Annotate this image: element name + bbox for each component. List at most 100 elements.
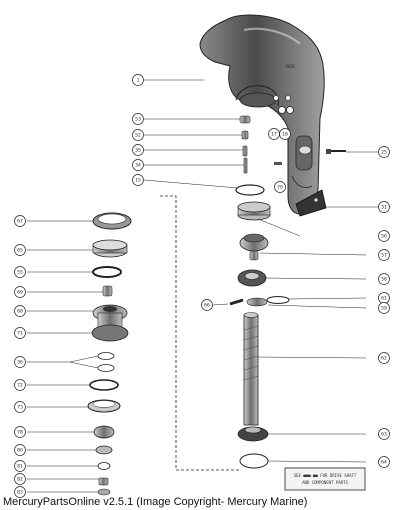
callout-55: 55 <box>14 266 26 278</box>
callout-82: 82 <box>14 473 26 485</box>
callout-circle <box>132 144 144 156</box>
callout-number: 57 <box>381 253 387 259</box>
callout-1: 1 <box>132 74 144 86</box>
callout-56: 56 <box>378 230 390 242</box>
callout-number: 35 <box>135 148 141 154</box>
callout-circle <box>14 401 26 413</box>
callout-circle <box>14 244 26 256</box>
callout-circle <box>201 299 213 311</box>
callout-70: 70 <box>274 181 286 193</box>
callout-number: 17 <box>271 132 277 138</box>
callout-34: 34 <box>132 159 144 171</box>
callout-number: 34 <box>135 163 141 169</box>
callout-circle <box>378 352 390 364</box>
callout-circle <box>14 286 26 298</box>
callout-circle <box>14 486 26 498</box>
callout-number: 63 <box>381 432 387 438</box>
callout-number: 70 <box>277 185 283 191</box>
callout-circle <box>132 174 144 186</box>
callout-17: 17 <box>268 128 280 140</box>
callout-layer: 1 53 52 35 34 15 17 18 70 25 31 56 57 58 61 59 66 62 63 64 6… <box>14 74 390 498</box>
callout-circle <box>378 456 390 468</box>
callout-18: 18 <box>279 128 291 140</box>
callout-72: 72 <box>14 379 26 391</box>
callout-circle <box>378 249 390 261</box>
callout-number: 18 <box>282 132 288 138</box>
callout-31: 31 <box>378 201 390 213</box>
callout-circle <box>132 74 144 86</box>
callout-number: 56 <box>381 234 387 240</box>
callout-71: 71 <box>14 327 26 339</box>
callout-number: 78 <box>17 430 23 436</box>
callout-circle <box>132 113 144 125</box>
callout-number: 71 <box>17 331 23 337</box>
callout-52: 52 <box>132 129 144 141</box>
callout-53: 53 <box>132 113 144 125</box>
callout-67: 67 <box>14 215 26 227</box>
callout-68: 68 <box>14 305 26 317</box>
assembly-dashed-line <box>160 195 240 471</box>
callout-number: 58 <box>381 277 387 283</box>
callout-15: 15 <box>132 174 144 186</box>
callout-number: 62 <box>381 356 387 362</box>
callout-number: 73 <box>17 405 23 411</box>
callout-number: 1 <box>137 78 140 84</box>
callout-circle <box>14 266 26 278</box>
callout-circle <box>378 302 390 314</box>
callout-number: 61 <box>381 296 387 302</box>
callout-circle <box>378 201 390 213</box>
callout-25: 25 <box>378 146 390 158</box>
copyright-footer: MercuryPartsOnline v2.5.1 (Image Copyrig… <box>3 496 307 508</box>
callout-number: 66 <box>204 303 210 309</box>
callout-61: 61 <box>378 292 390 304</box>
callout-65: 65 <box>14 244 26 256</box>
callout-35: 35 <box>132 144 144 156</box>
note-line-2: AND COMPONENT PARTS <box>302 480 348 485</box>
parts-left-column <box>27 212 132 496</box>
callout-circle <box>14 215 26 227</box>
callout-number: 82 <box>17 477 23 483</box>
callout-number: 52 <box>135 133 141 139</box>
callout-69: 69 <box>14 286 26 298</box>
callout-number: 53 <box>135 117 141 123</box>
callout-63: 63 <box>378 428 390 440</box>
gear-housing: MERC <box>199 14 325 215</box>
callout-circle <box>132 129 144 141</box>
callout-number: 80 <box>17 448 23 454</box>
callout-circle <box>378 230 390 242</box>
callout-circle <box>14 444 26 456</box>
callout-circle <box>378 146 390 158</box>
callout-66: 66 <box>201 299 213 311</box>
callout-circle <box>14 379 26 391</box>
right-leader-lines <box>143 79 378 208</box>
parts-right-column <box>212 201 367 469</box>
callout-57: 57 <box>378 249 390 261</box>
callout-number: 81 <box>17 464 23 470</box>
callout-62: 62 <box>378 352 390 364</box>
callout-circle <box>279 128 291 140</box>
callout-number: 15 <box>135 178 141 184</box>
callout-circle <box>378 428 390 440</box>
callout-circle <box>132 159 144 171</box>
callout-circle <box>14 473 26 485</box>
callout-circle <box>378 273 390 285</box>
note-line-1: SEE ■■■-■■ FOR DRIVE SHAFT <box>294 473 357 478</box>
callout-number: 68 <box>17 309 23 315</box>
callout-circle <box>14 327 26 339</box>
callout-circle <box>14 305 26 317</box>
callout-80: 80 <box>14 444 26 456</box>
svg-text:MERC: MERC <box>286 64 296 69</box>
callout-number: 65 <box>17 248 23 254</box>
parts-upper <box>235 95 346 217</box>
callout-78: 78 <box>14 426 26 438</box>
callout-number: 72 <box>17 383 23 389</box>
callout-circle <box>274 181 286 193</box>
callout-number: 67 <box>17 219 23 225</box>
callout-number: 64 <box>381 460 387 466</box>
callout-number: 25 <box>381 150 387 156</box>
callout-number: 59 <box>381 306 387 312</box>
callout-circle <box>14 426 26 438</box>
drive-shaft-note: SEE ■■■-■■ FOR DRIVE SHAFT AND COMPONENT… <box>284 467 366 491</box>
callout-number: 36 <box>17 360 23 366</box>
